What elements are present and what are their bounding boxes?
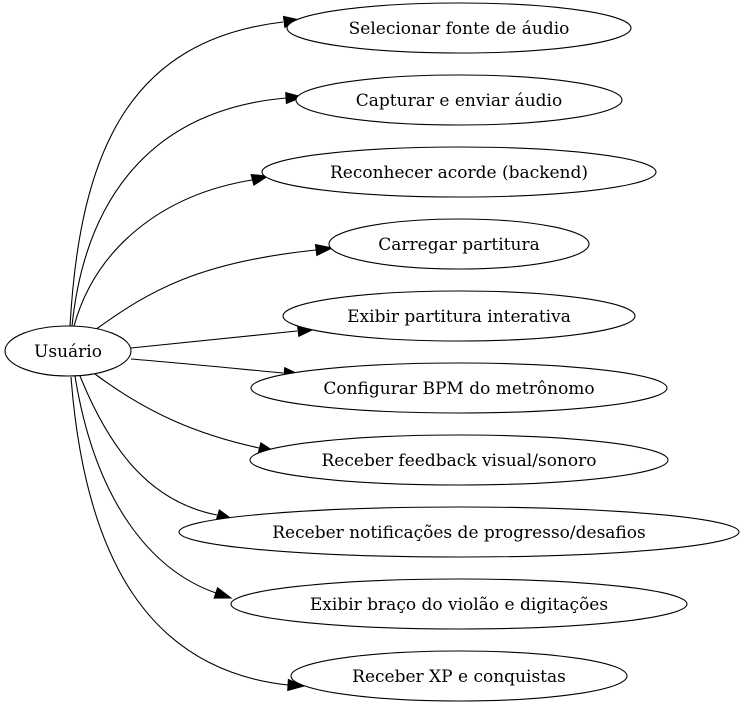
- node-configurar-bpm: Configurar BPM do metrônomo: [250, 362, 668, 414]
- node-carregar-partitura-label: Carregar partitura: [378, 235, 539, 255]
- node-receber-notificacoes: Receber notificações de progresso/desafi…: [178, 506, 740, 558]
- edge-9: [74, 375, 217, 594]
- node-usuario-shape: [4, 325, 132, 377]
- node-capturar-enviar-label: Capturar e enviar áudio: [356, 91, 562, 111]
- node-configurar-bpm-label: Configurar BPM do metrônomo: [323, 379, 594, 399]
- edge-3: [73, 179, 253, 327]
- arrowhead-3: [250, 173, 270, 187]
- edge-5: [130, 330, 298, 349]
- node-exibir-partitura-label: Exibir partitura interativa: [347, 307, 571, 327]
- node-capturar-enviar-shape: [295, 74, 623, 126]
- node-exibir-partitura: Exibir partitura interativa: [282, 290, 636, 342]
- node-receber-feedback-label: Receber feedback visual/sonoro: [322, 451, 597, 471]
- node-receber-feedback-shape: [249, 434, 669, 486]
- arrowhead-4: [314, 243, 334, 257]
- node-reconhecer-acorde-label: Reconhecer acorde (backend): [330, 163, 588, 183]
- edge-1: [69, 21, 284, 327]
- arrowhead-9: [213, 586, 233, 599]
- node-usuario: Usuário: [4, 325, 132, 377]
- node-reconhecer-acorde-shape: [261, 146, 657, 198]
- node-capturar-enviar: Capturar e enviar áudio: [295, 74, 623, 126]
- edge-2: [71, 97, 287, 327]
- node-receber-notificacoes-shape: [178, 506, 740, 558]
- edge-7: [94, 373, 260, 449]
- node-receber-xp: Receber XP e conquistas: [290, 650, 628, 702]
- node-selecionar-fonte: Selecionar fonte de áudio: [286, 2, 632, 54]
- edge-4: [94, 249, 317, 331]
- arrowhead-2: [285, 91, 304, 105]
- node-carregar-partitura: Carregar partitura: [328, 218, 590, 270]
- node-receber-feedback: Receber feedback visual/sonoro: [249, 434, 669, 486]
- nodes: Usuário Selecionar fonte de áudio Captur…: [4, 2, 740, 702]
- node-receber-xp-shape: [290, 650, 628, 702]
- node-selecionar-fonte-shape: [286, 2, 632, 54]
- node-reconhecer-acorde: Reconhecer acorde (backend): [261, 146, 657, 198]
- node-exibir-braco-label: Exibir braço do violão e digitações: [310, 595, 608, 615]
- edge-10: [70, 376, 289, 686]
- node-receber-xp-label: Receber XP e conquistas: [352, 667, 566, 687]
- node-configurar-bpm-shape: [250, 362, 668, 414]
- edges: [69, 15, 334, 692]
- edge-8: [79, 375, 218, 516]
- edge-6: [130, 358, 284, 374]
- node-exibir-braco-shape: [230, 578, 688, 630]
- node-receber-notificacoes-label: Receber notificações de progresso/desafi…: [272, 523, 645, 543]
- node-exibir-partitura-shape: [282, 290, 636, 342]
- node-usuario-label: Usuário: [34, 342, 102, 362]
- node-carregar-partitura-shape: [328, 218, 590, 270]
- node-selecionar-fonte-label: Selecionar fonte de áudio: [349, 19, 570, 39]
- node-exibir-braco: Exibir braço do violão e digitações: [230, 578, 688, 630]
